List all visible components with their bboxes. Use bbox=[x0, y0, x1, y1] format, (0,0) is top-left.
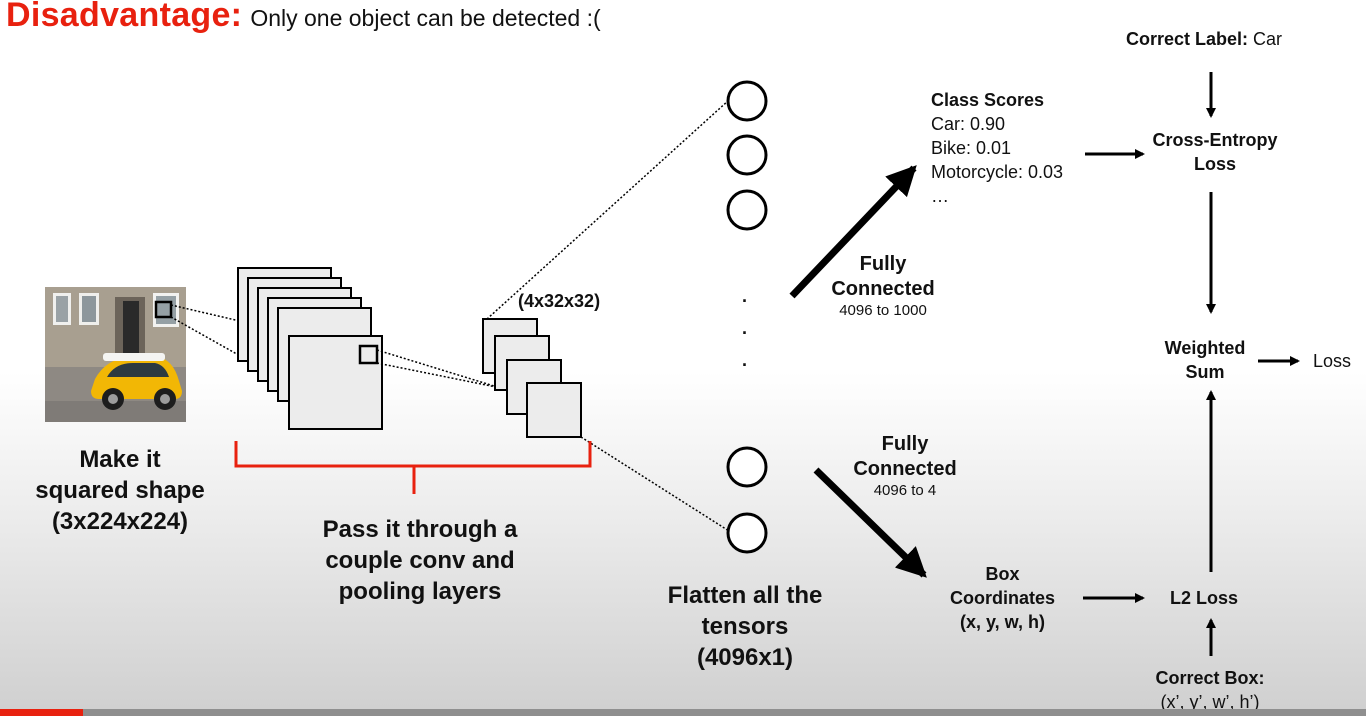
conv-layers-brace bbox=[234, 441, 592, 494]
slide-title: Disadvantage: Only one object can be dete… bbox=[6, 0, 601, 35]
flatten-caption-line: tensors bbox=[701, 613, 789, 640]
fc-box-line: Fully bbox=[881, 433, 929, 455]
cross-entropy-loss: Cross-Entropy Loss bbox=[1135, 128, 1295, 176]
correct-label-key: Correct Label: bbox=[1126, 29, 1249, 49]
fc-class-line: Fully bbox=[859, 253, 907, 275]
weighted-sum: Weighted Sum bbox=[1140, 336, 1270, 384]
ellipsis-dot: . bbox=[742, 286, 748, 306]
class-scores: Class Scores Car: 0.90 Bike: 0.01 Motorc… bbox=[931, 88, 1101, 208]
video-progress-played[interactable] bbox=[0, 709, 83, 716]
correct-box-line: (x’, y’, w’, h’) bbox=[1160, 692, 1260, 712]
conv-caption: Pass it through a couple conv and poolin… bbox=[290, 514, 550, 607]
class-scores-title: Class Scores bbox=[931, 90, 1045, 110]
patch-square-on-feature-map bbox=[358, 344, 379, 365]
fc-box-label: Fully Connected 4096 to 4 bbox=[840, 432, 970, 499]
weighted-sum-line: Weighted bbox=[1164, 338, 1246, 358]
class-score-item: Bike: 0.01 bbox=[931, 138, 1012, 158]
l2-loss: L2 Loss bbox=[1170, 588, 1239, 608]
conv-caption-line: Pass it through a bbox=[322, 516, 518, 543]
ellipsis-dot: . bbox=[742, 350, 748, 370]
input-caption: Make it squared shape (3x224x224) bbox=[10, 444, 230, 537]
correct-label-value: Car bbox=[1253, 29, 1283, 49]
flatten-caption-line: Flatten all the bbox=[667, 582, 823, 609]
flatten-caption-line: (4096x1) bbox=[696, 644, 794, 671]
conv-feature-maps bbox=[237, 267, 383, 430]
cross-entropy-line: Cross-Entropy bbox=[1152, 130, 1278, 150]
conv-caption-line: couple conv and bbox=[325, 547, 515, 574]
patch-square-on-image bbox=[154, 300, 173, 319]
title-main: Disadvantage: bbox=[6, 0, 243, 34]
cross-entropy-line: Loss bbox=[1193, 154, 1236, 174]
class-score-item: Car: 0.90 bbox=[931, 114, 1006, 134]
flatten-caption: Flatten all the tensors (4096x1) bbox=[640, 580, 850, 673]
weighted-sum-line: Sum bbox=[1185, 362, 1225, 382]
fc-class-arrow bbox=[789, 165, 917, 299]
class-score-item: … bbox=[931, 186, 949, 206]
flatten-projection-line bbox=[580, 436, 730, 532]
feature-projection-line bbox=[376, 362, 497, 388]
box-coordinates-line: Box bbox=[985, 564, 1020, 584]
input-caption-line: Make it bbox=[79, 446, 161, 473]
fc-box-line: Connected bbox=[853, 458, 957, 480]
class-score-item: Motorcycle: 0.03 bbox=[931, 162, 1064, 182]
fc-class-detail: 4096 to 1000 bbox=[839, 302, 927, 319]
input-caption-line: (3x224x224) bbox=[51, 508, 189, 535]
flatten-projection-line bbox=[486, 99, 730, 320]
pooled-feature-maps bbox=[482, 318, 582, 438]
title-subtitle: Only one object can be detected :( bbox=[250, 5, 601, 31]
box-coordinates-line: (x, y, w, h) bbox=[959, 612, 1045, 632]
conv-caption-line: pooling layers bbox=[338, 578, 502, 605]
input-caption-line: squared shape bbox=[35, 477, 205, 504]
feature-projection-line bbox=[376, 349, 508, 391]
ellipsis-dot: . bbox=[742, 318, 748, 338]
video-progress-track[interactable] bbox=[0, 709, 1366, 716]
fc-box-arrow bbox=[813, 467, 927, 578]
correct-box-line: Correct Box: bbox=[1155, 668, 1265, 688]
pooled-dims-label: (4x32x32) bbox=[518, 291, 601, 311]
final-loss: Loss bbox=[1313, 351, 1352, 371]
fc-class-label: Fully Connected 4096 to 1000 bbox=[818, 252, 948, 319]
correct-box: Correct Box: (x’, y’, w’, h’) bbox=[1130, 666, 1290, 714]
fc-class-line: Connected bbox=[831, 278, 935, 300]
fc-box-detail: 4096 to 4 bbox=[873, 482, 937, 499]
box-coordinates-line: Coordinates bbox=[949, 588, 1055, 608]
correct-label: Correct Label: Car bbox=[1126, 27, 1282, 51]
flatten-nodes bbox=[726, 80, 768, 554]
car-input-image bbox=[45, 287, 186, 422]
box-coordinates: Box Coordinates (x, y, w, h) bbox=[930, 562, 1075, 634]
